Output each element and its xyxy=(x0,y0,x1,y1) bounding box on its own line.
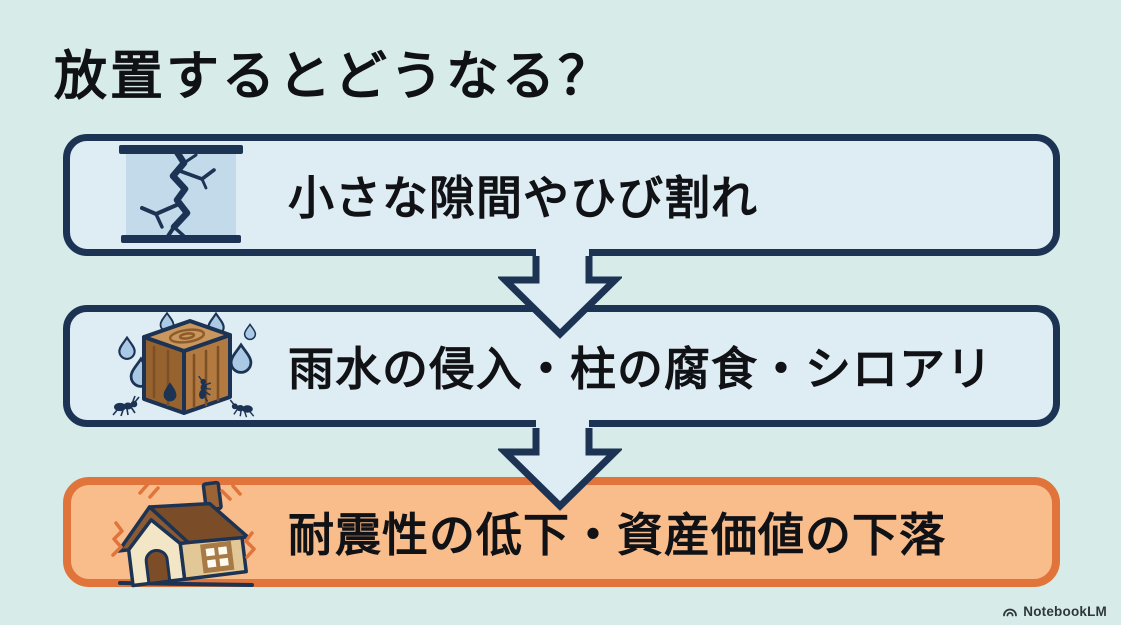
flow-step-label: 小さな隙間やひび割れ xyxy=(288,172,758,224)
flow-step-label: 耐震性の低下・資産価値の下落 xyxy=(288,509,946,561)
watermark-label: NotebookLM xyxy=(1023,604,1107,619)
flow-step-label: 雨水の侵入・柱の腐食・シロアリ xyxy=(288,343,993,395)
page-title: 放置するとどうなる？ xyxy=(54,47,614,106)
down-arrow-icon xyxy=(498,244,622,339)
shake-lines-icon xyxy=(111,482,256,559)
wet-wood-termites-icon xyxy=(112,311,257,418)
down-arrow-icon xyxy=(498,416,622,511)
termite-icon xyxy=(112,375,255,418)
notebooklm-logo-icon xyxy=(1003,608,1018,617)
cracked-wall-icon xyxy=(119,145,243,243)
shaking-house-icon xyxy=(111,480,256,588)
watermark: NotebookLM xyxy=(1002,604,1107,619)
